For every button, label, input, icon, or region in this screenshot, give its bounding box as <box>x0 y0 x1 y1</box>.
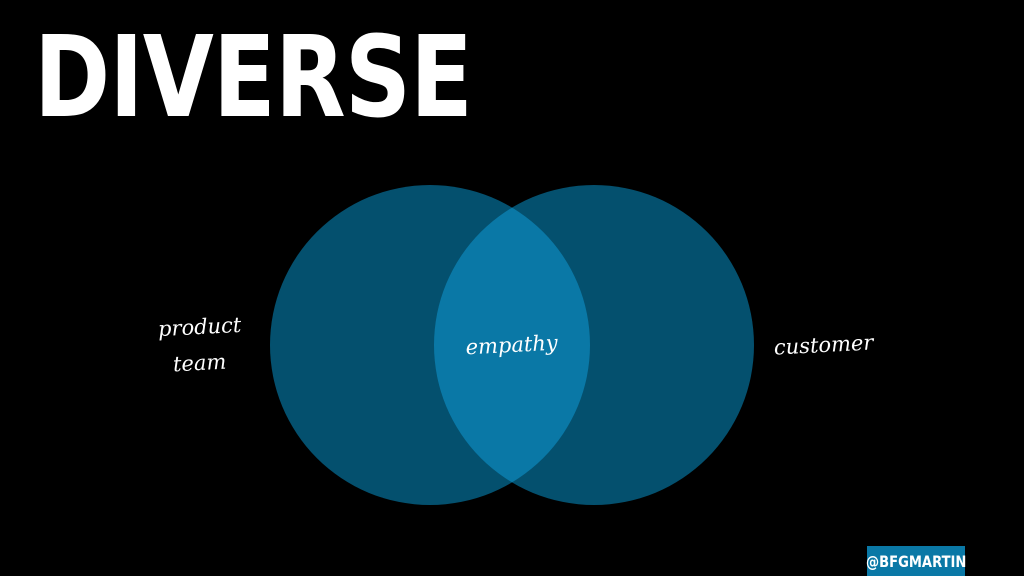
author-handle: @BFGMARTIN <box>865 551 967 571</box>
left-set-label-line2: team <box>172 350 226 377</box>
intersection-label: empathy <box>465 331 559 360</box>
slide-title: DIVERSE <box>34 13 473 143</box>
intersection-area <box>434 185 590 505</box>
left-set-label-line1: product <box>157 313 242 341</box>
right-set-label: customer <box>773 330 876 359</box>
author-handle-badge: @BFGMARTIN <box>865 546 967 576</box>
